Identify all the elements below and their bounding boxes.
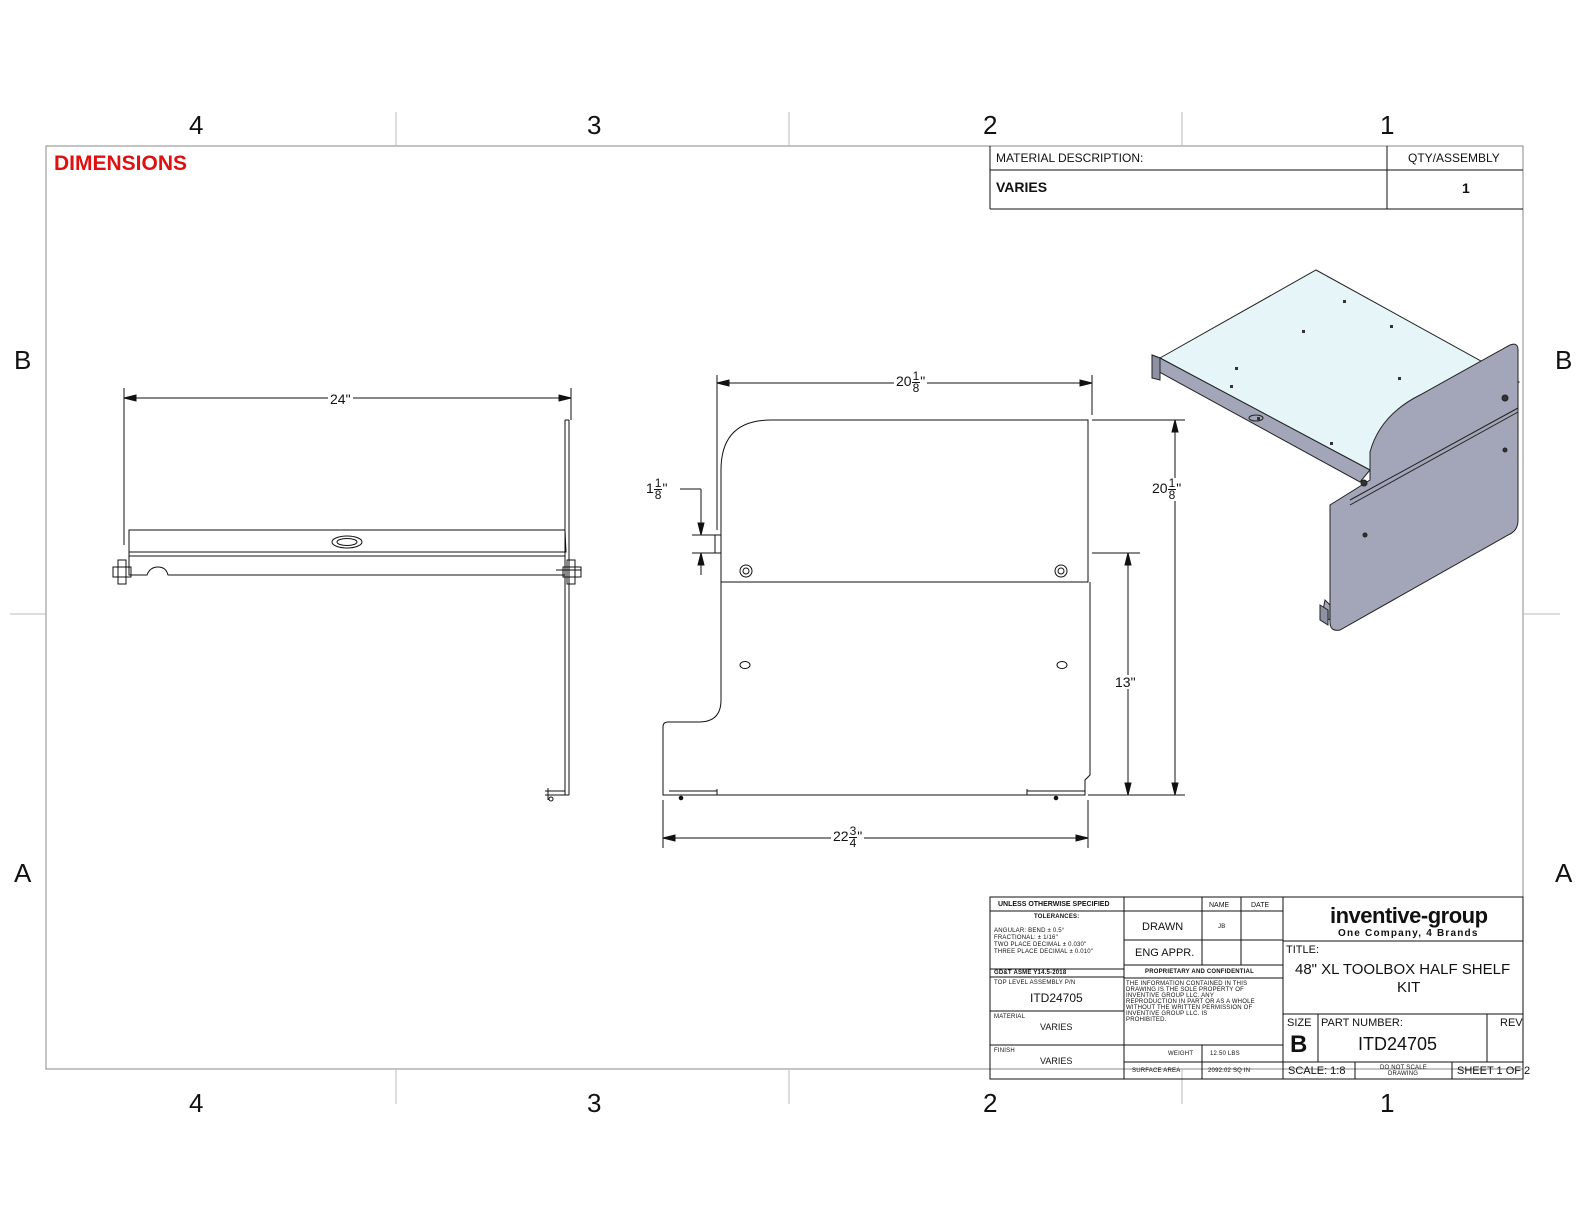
title-label: TITLE:	[1286, 944, 1320, 956]
zone-col-3-bottom: 3	[587, 1088, 602, 1118]
drawn-name: JB	[1218, 924, 1226, 930]
eng-appr-label: ENG APPR.	[1135, 947, 1195, 959]
zone-col-3-top: 3	[587, 110, 602, 140]
company-logo: inventive-group	[1330, 903, 1488, 928]
proprietary-line-3: INVENTIVE GROUP LLC. ANY	[1126, 993, 1215, 999]
zone-col-1-top: 1	[1380, 110, 1395, 140]
tolerance-line-1: ANGULAR: BEND ± 0.5°	[994, 928, 1065, 934]
name-header: NAME	[1209, 902, 1230, 909]
side-view	[112, 388, 582, 802]
isometric-view	[1151, 269, 1521, 631]
part-number-value: ITD24705	[1358, 1034, 1438, 1054]
company-tagline: One Company, 4 Brands	[1338, 928, 1479, 939]
drawn-label: DRAWN	[1142, 921, 1184, 933]
surface-area-label: SURFACE AREA	[1132, 1068, 1181, 1074]
sheet-number: SHEET 1 OF 2	[1457, 1065, 1531, 1077]
scale-label: SCALE: 1:8	[1288, 1065, 1346, 1077]
drawing-title-line-1: 48" XL TOOLBOX HALF SHELF	[1295, 961, 1511, 978]
size-label: SIZE	[1287, 1017, 1312, 1029]
gdt-standard: GD&T ASME Y14.5-2018	[994, 970, 1067, 976]
do-not-scale-line-1: DO NOT SCALE	[1380, 1065, 1427, 1071]
surface-area-value: 2092.02 SQ IN	[1208, 1068, 1251, 1074]
proprietary-line-1: THE INFORMATION CONTAINED IN THIS	[1126, 981, 1248, 987]
weight-label: WEIGHT	[1168, 1051, 1194, 1057]
zone-row-a-right: A	[1555, 858, 1573, 888]
qty-value: 1	[1462, 180, 1470, 196]
zone-col-4-top: 4	[189, 110, 204, 140]
top-level-assembly-label: TOP LEVEL ASSEMBLY P/N	[994, 980, 1076, 986]
dimensions-heading: DIMENSIONS	[54, 152, 188, 175]
finish-label: FINISH	[994, 1048, 1015, 1054]
part-number-label: PART NUMBER:	[1321, 1017, 1403, 1029]
zone-col-2-bottom: 2	[983, 1088, 998, 1118]
tolerances-label: TOLERANCES:	[1034, 914, 1080, 920]
proprietary-line-4: REPRODUCTION IN PART OR AS A WHOLE	[1126, 999, 1255, 1005]
sheet-border	[45, 145, 1524, 1070]
tolerance-line-4: THREE PLACE DECIMAL ± 0.010"	[994, 949, 1094, 955]
tolerance-line-2: FRACTIONAL: ± 1/16"	[994, 935, 1058, 941]
dim-side-width: 24"	[328, 391, 353, 407]
size-value: B	[1290, 1031, 1308, 1058]
zone-col-1-bottom: 1	[1380, 1088, 1395, 1118]
weight-value: 12.50 LBS	[1210, 1051, 1240, 1057]
drawing-title-line-2: KIT	[1397, 979, 1421, 996]
proprietary-line-6: INVENTIVE GROUP LLC. IS	[1126, 1011, 1208, 1017]
title-block-lines	[989, 896, 1524, 1080]
rev-label: REV	[1500, 1017, 1523, 1029]
date-header: DATE	[1251, 902, 1270, 909]
unless-otherwise-specified: UNLESS OTHERWISE SPECIFIED	[998, 901, 1110, 908]
qty-assembly-header: QTY/ASSEMBLY	[1408, 151, 1500, 165]
tolerance-line-3: TWO PLACE DECIMAL ± 0.030"	[994, 942, 1087, 948]
finish-value: VARIES	[1040, 1056, 1073, 1066]
zone-col-2-top: 2	[983, 110, 998, 140]
material-table-lines	[989, 146, 1523, 210]
zone-row-b-right: B	[1555, 345, 1573, 375]
front-view	[662, 375, 1185, 848]
proprietary-line-2: DRAWING IS THE SOLE PROPERTY OF	[1126, 987, 1244, 993]
zone-row-b-left: B	[14, 345, 32, 375]
proprietary-line-5: WITHOUT THE WRITTEN PERMISSION OF	[1126, 1005, 1253, 1011]
material-description-value: VARIES	[996, 179, 1048, 195]
proprietary-line-7: PROHIBITED.	[1126, 1017, 1167, 1023]
material-description-header: MATERIAL DESCRIPTION:	[996, 151, 1144, 165]
zone-col-4-bottom: 4	[189, 1088, 204, 1118]
material-value: VARIES	[1040, 1022, 1073, 1032]
proprietary-header: PROPRIETARY AND CONFIDENTIAL	[1145, 969, 1254, 975]
top-level-assembly-value: ITD24705	[1030, 991, 1083, 1005]
material-label: MATERIAL	[994, 1014, 1026, 1020]
do-not-scale-line-2: DRAWING	[1388, 1071, 1419, 1077]
zone-ticks	[10, 112, 1560, 1104]
zone-row-a-left: A	[14, 858, 32, 888]
dim-lower-height: 13"	[1113, 674, 1138, 690]
